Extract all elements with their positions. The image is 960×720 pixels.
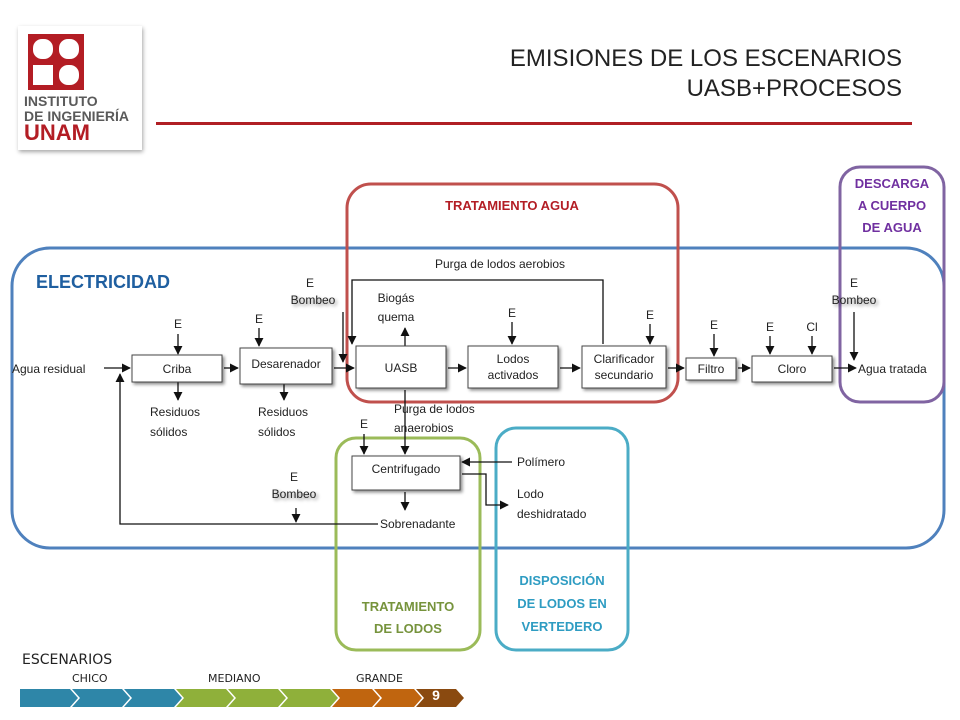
label-e-bombeo-lodos: E — [290, 470, 298, 484]
region-title-tratamiento-agua: TRATAMIENTO AGUA — [445, 198, 579, 213]
label-agua-tratada: Agua tratada — [858, 362, 927, 376]
svg-text:Cloro: Cloro — [778, 362, 807, 376]
svg-text:anaerobios: anaerobios — [394, 421, 453, 435]
svg-text:A CUERPO: A CUERPO — [858, 198, 926, 213]
label-e-desarenador: E — [255, 312, 263, 326]
svg-text:Sobrenadante: Sobrenadante — [380, 517, 456, 531]
region-electricidad — [10, 246, 946, 550]
label-bombeo-descarga: Bombeo — [832, 293, 877, 307]
node-clarificador: Clarificador secundario — [581, 345, 667, 389]
label-purga-anaerobios: Purga de lodos — [394, 402, 475, 416]
svg-text:sólidos: sólidos — [150, 425, 187, 439]
svg-text:VERTEDERO: VERTEDERO — [522, 619, 603, 634]
node-centrifugado: Centrifugado — [351, 455, 461, 491]
region-title-disposicion: DISPOSICIÓN DE LODOS EN VERTEDERO — [517, 573, 607, 634]
logo-text: INSTITUTO DE INGENIERÍA — [24, 93, 130, 124]
scenarios-bar — [20, 689, 464, 707]
label-e-cloro: E — [766, 320, 774, 334]
label-residuos-2: Residuos — [258, 405, 308, 419]
logo-mark-icon — [28, 34, 84, 90]
label-e-bombeo-1: E — [306, 276, 314, 290]
svg-text:secundario: secundario — [595, 368, 654, 382]
scenario-mediano: MEDIANO — [208, 672, 261, 685]
label-cl: Cl — [806, 320, 817, 334]
node-criba: Criba — [131, 354, 223, 383]
svg-text:quema: quema — [378, 310, 415, 324]
node-lodos-activados: Lodos activados — [467, 345, 559, 389]
svg-text:deshidratado: deshidratado — [517, 507, 587, 521]
label-bombeo-lodos: Bombeo — [272, 487, 317, 501]
svg-text:activados: activados — [488, 368, 539, 382]
label-purga-aerobios: Purga de lodos aerobios — [435, 257, 565, 271]
svg-text:Centrifugado: Centrifugado — [372, 462, 441, 476]
unam-logo: INSTITUTO DE INGENIERÍA UNAM — [18, 26, 142, 150]
label-residuos-1: Residuos — [150, 405, 200, 419]
logo-unam: UNAM — [24, 120, 90, 145]
node-criba-label: Criba — [163, 362, 192, 376]
svg-text:DE LODOS: DE LODOS — [374, 621, 442, 636]
flow-arrows — [104, 279, 859, 525]
node-desarenador-label: Desarenador — [251, 357, 320, 371]
label-bombeo-1: Bombeo — [291, 293, 336, 307]
region-tratamiento-lodos — [334, 436, 482, 652]
label-e-criba: E — [174, 317, 182, 331]
label-e-clarificador: E — [646, 308, 654, 322]
node-desarenador: Desarenador — [239, 347, 333, 385]
label-biogas: Biogás — [378, 291, 415, 305]
node-cloro: Cloro — [751, 355, 833, 383]
scenario-chico: CHICO — [72, 672, 108, 685]
label-e-centrifugado: E — [360, 417, 368, 431]
node-uasb: UASB — [355, 345, 447, 389]
svg-text:Lodos: Lodos — [497, 352, 530, 366]
svg-text:DISPOSICIÓN: DISPOSICIÓN — [519, 573, 604, 588]
scenarios-label: ESCENARIOS — [22, 652, 113, 668]
svg-text:DE LODOS EN: DE LODOS EN — [517, 596, 607, 611]
label-agua-residual: Agua residual — [12, 362, 85, 376]
node-uasb-label: UASB — [385, 361, 418, 375]
svg-text:Clarificador: Clarificador — [594, 352, 655, 366]
svg-text:DESCARGA: DESCARGA — [855, 176, 930, 191]
label-polimero: Polímero — [517, 455, 565, 469]
region-descarga — [838, 165, 946, 404]
label-e-filtro: E — [710, 318, 718, 332]
svg-text:TRATAMIENTO: TRATAMIENTO — [362, 599, 454, 614]
svg-text:sólidos: sólidos — [258, 425, 295, 439]
page-title: EMISIONES DE LOS ESCENARIOS UASB+PROCESO… — [509, 45, 902, 102]
svg-text:DE AGUA: DE AGUA — [862, 220, 922, 235]
region-disposicion — [494, 426, 630, 652]
title-divider — [156, 122, 912, 125]
region-title-descarga: DESCARGA A CUERPO DE AGUA — [855, 176, 930, 235]
label-lodo-deshidratado: Lodo — [517, 487, 544, 501]
scenario-grande: GRANDE — [356, 672, 403, 685]
node-sobrenadante: Sobrenadante — [380, 517, 470, 532]
label-e-bombeo-descarga: E — [850, 276, 858, 290]
svg-text:Filtro: Filtro — [698, 362, 725, 376]
node-filtro: Filtro — [685, 357, 737, 381]
page-number: 9 — [432, 687, 440, 703]
diagram-labels: Agua residual Agua tratada Residuos sóli… — [12, 257, 927, 521]
label-e-lodos: E — [508, 306, 516, 320]
region-title-tratamiento-lodos: TRATAMIENTO DE LODOS — [362, 599, 454, 636]
region-tratamiento-agua — [345, 182, 680, 404]
region-title-electricidad: ELECTRICIDAD — [36, 272, 170, 292]
